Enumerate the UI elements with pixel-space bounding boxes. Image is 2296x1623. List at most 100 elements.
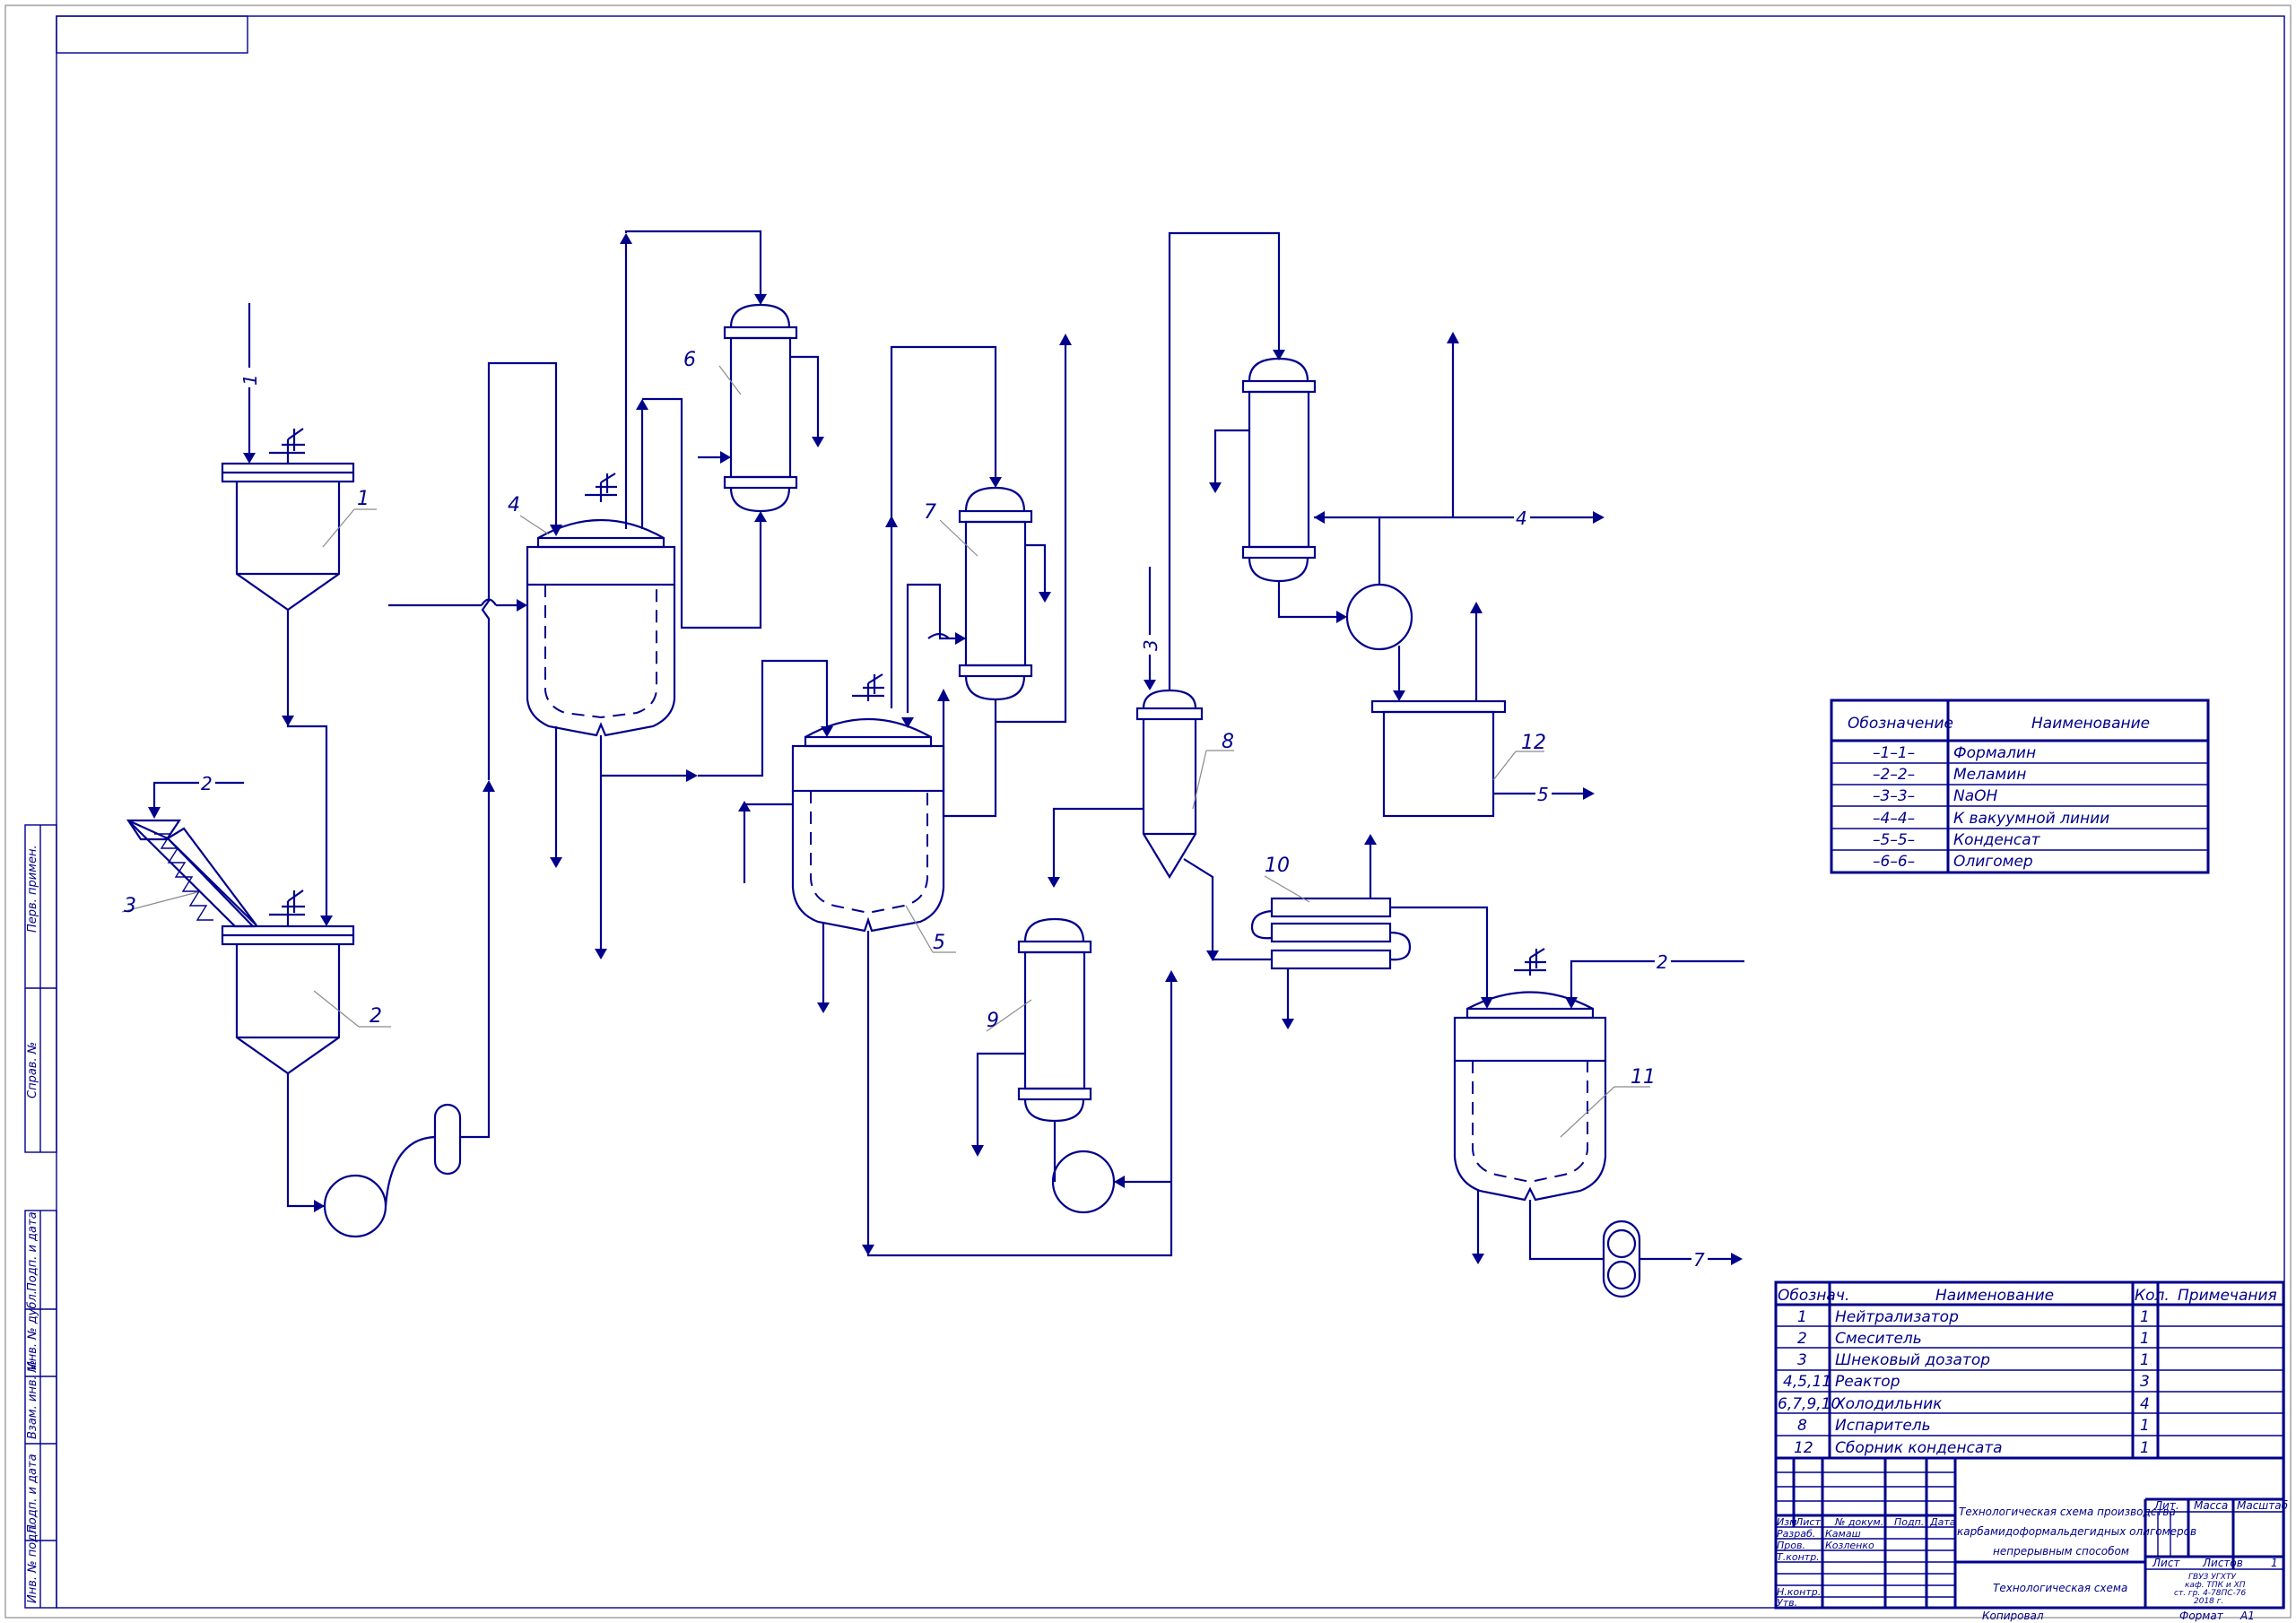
piping xyxy=(148,230,1744,1265)
pump xyxy=(323,1174,387,1238)
tb-title: непрерывным способом xyxy=(1993,1545,2129,1558)
legend-name: Меламин xyxy=(1953,766,2026,784)
equipment-label-12: 12 xyxy=(1521,732,1546,754)
tb-org: ГВУЗ УГХТУ xyxy=(2188,1573,2236,1582)
spec-name: Реактор xyxy=(1835,1373,1900,1391)
side-stamp-text: Подп. и дата xyxy=(26,1454,39,1533)
equipment-label-2: 2 xyxy=(370,1005,382,1028)
tb-org: ст. гр. 4-78ПС-76 xyxy=(2174,1589,2247,1598)
spec-qty: 1 xyxy=(2140,1330,2150,1348)
equipment-label-3: 3 xyxy=(124,895,136,917)
equipment-label-6: 6 xyxy=(683,349,696,371)
legend-name: К вакуумной линии xyxy=(1953,810,2109,828)
equipment-label-5: 5 xyxy=(933,932,945,954)
condensate-collector-12 xyxy=(1370,699,1507,818)
spec-name: Нейтрализатор xyxy=(1835,1308,1959,1326)
spec-code: 12 xyxy=(1794,1439,1813,1457)
cooler-upper-right xyxy=(1241,357,1317,583)
spec-name: Смеситель xyxy=(1835,1330,1922,1348)
tb-name: Козленко xyxy=(1825,1540,1874,1551)
cooler-10 xyxy=(1250,897,1412,970)
legend-code: –3–3– xyxy=(1873,787,1915,805)
tb-org: каф. ТПК и ХП xyxy=(2185,1581,2246,1590)
legend-code: –1–1– xyxy=(1873,744,1915,762)
cooler-9 xyxy=(1017,917,1092,1123)
spec-qty: 1 xyxy=(2140,1351,2150,1369)
stream-label: 4 xyxy=(1516,508,1527,529)
tb-title: карбамидоформальдегидных олигомеров xyxy=(1957,1525,2196,1538)
tb-lit: Лит. xyxy=(2153,1499,2179,1512)
legend-code: –6–6– xyxy=(1873,853,1915,871)
tb-role: Утв. xyxy=(1777,1597,1797,1609)
stream-label: 2 xyxy=(201,773,213,794)
tb-list: Лист xyxy=(2152,1557,2180,1569)
spec-name: Шнековый дозатор xyxy=(1835,1351,1990,1369)
vacuum-pump xyxy=(1345,583,1413,651)
stream-label: 3 xyxy=(1140,639,1161,651)
reactor-5 xyxy=(791,673,945,933)
tb-kopiroval: Копировал xyxy=(1982,1610,2044,1622)
drawing-frame xyxy=(4,4,2292,1619)
specification-table: Обознач. Наименование Кол. Примечания 1 … xyxy=(1774,1280,2285,1460)
tb-role: Пров. xyxy=(1777,1540,1805,1551)
spec-name: Испаритель xyxy=(1835,1417,1931,1435)
spec-code: 1 xyxy=(1797,1308,1807,1326)
reactor-4 xyxy=(526,473,676,737)
tb-col-header: Лист xyxy=(1795,1516,1821,1528)
side-stamp-text: Справ. № xyxy=(26,1042,39,1098)
tb-role: Разраб. xyxy=(1777,1528,1815,1540)
tb-massa: Масса xyxy=(2194,1499,2228,1512)
screw-feeder-3 xyxy=(126,819,257,928)
spec-header: Примечания xyxy=(2178,1287,2277,1305)
legend-header: Обозначение xyxy=(1848,715,1953,733)
spec-code: 4,5,11 xyxy=(1783,1373,1831,1391)
tb-role: Н.контр. xyxy=(1777,1586,1821,1598)
stream-legend-table: Обозначение Наименование –1–1– Формалин … xyxy=(1830,699,2210,874)
tb-masshtab: Масштаб xyxy=(2237,1499,2289,1512)
mixer-2 xyxy=(221,890,355,1075)
equipment-label-1: 1 xyxy=(357,488,370,510)
spec-header: Наименование xyxy=(1935,1287,2054,1305)
tb-col-header: № докум. xyxy=(1834,1516,1883,1528)
side-stamp-text: Взам. инв. № xyxy=(26,1360,39,1439)
tb-name: Камаш xyxy=(1825,1528,1861,1540)
spec-qty: 3 xyxy=(2140,1373,2150,1391)
tb-col-header: Подп. xyxy=(1894,1516,1924,1528)
equipment-label-9: 9 xyxy=(987,1010,999,1032)
side-stamp-text: Инв. № подл. xyxy=(26,1523,39,1603)
equipment-label-8: 8 xyxy=(1222,731,1234,753)
side-stamp-text: Перв. примен. xyxy=(26,845,39,933)
cooler-7 xyxy=(958,486,1033,701)
equipment-label-10: 10 xyxy=(1265,855,1290,877)
title-block: Изм Лист № докум. Подп. Дата Разраб. Кам… xyxy=(1774,1456,2289,1610)
stream-label: 7 xyxy=(1693,1249,1705,1271)
legend-header: Наименование xyxy=(2031,715,2150,733)
side-stamp: Перв. примен. Справ. № Подп. и дата Инв.… xyxy=(24,824,57,1609)
spec-code: 8 xyxy=(1797,1417,1807,1435)
spec-code: 6,7,9,10 xyxy=(1778,1395,1840,1413)
equipment-label-4: 4 xyxy=(508,494,520,516)
equipment-label-7: 7 xyxy=(924,501,936,524)
gear-pump xyxy=(1602,1219,1641,1298)
spec-name: Сборник конденсата xyxy=(1835,1439,2003,1457)
stream-label: 1 xyxy=(239,374,261,386)
filter xyxy=(433,1103,462,1176)
legend-name: Олигомер xyxy=(1953,853,2033,871)
tb-col-header: Изм xyxy=(1777,1516,1796,1528)
spec-qty: 1 xyxy=(2140,1439,2150,1457)
legend-name: NaOH xyxy=(1953,787,1998,805)
tb-format: Формат xyxy=(2179,1610,2224,1622)
spec-name: Холодильник xyxy=(1834,1395,1943,1413)
tb-format-value: А1 xyxy=(2239,1610,2255,1622)
tb-listov-value: 1 xyxy=(2271,1557,2278,1569)
pump xyxy=(1051,1150,1116,1214)
legend-code: –4–4– xyxy=(1873,810,1915,828)
tb-role: Т.контр. xyxy=(1777,1551,1820,1563)
equipment-label-11: 11 xyxy=(1631,1066,1656,1089)
tb-title: Технологическая схема производства xyxy=(1959,1506,2176,1518)
legend-name: Конденсат xyxy=(1953,831,2041,849)
legend-code: –2–2– xyxy=(1873,766,1915,784)
stream-label: 2 xyxy=(1657,951,1668,973)
legend-name: Формалин xyxy=(1953,744,2036,762)
